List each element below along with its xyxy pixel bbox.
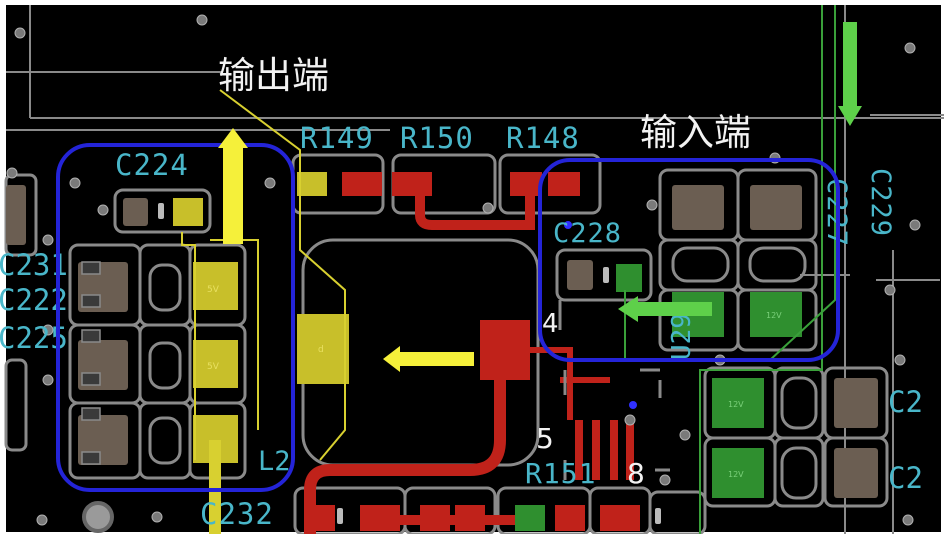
c2-right-top-designator: C2: [888, 385, 923, 419]
via-blue: [564, 221, 572, 229]
right-pad-2-label: 12V: [728, 470, 744, 479]
c224-designator: C224: [115, 148, 189, 182]
r149-designator: R149: [300, 121, 374, 155]
vias: [6, 14, 921, 533]
out-pad-2-label: 5V: [207, 362, 220, 372]
right-pad-1-label: 12V: [728, 400, 744, 409]
in-pad-label: 12V: [766, 311, 782, 320]
pin-8-label: 8: [627, 457, 645, 490]
component-outlines: [4, 153, 889, 534]
input-terminal-label: 输入端: [640, 111, 751, 154]
capacitor-gap-markers: [158, 203, 661, 524]
pin-5-label: 5: [536, 422, 554, 455]
u29-designator: U29: [667, 313, 697, 360]
inductor-pad-label: d: [318, 345, 324, 355]
small-left-pads: [81, 261, 101, 465]
output-up-arrow: [218, 128, 248, 244]
pin-4-label: 4: [542, 309, 559, 339]
via-blue: [629, 401, 637, 409]
oval-pads: [148, 246, 818, 500]
board-background: [6, 5, 941, 532]
u29-chip-outline: [558, 300, 670, 480]
top-copper-traces: [304, 172, 640, 534]
output-net-copper: [173, 89, 349, 534]
output-terminal-label: 输出端: [218, 54, 329, 97]
input-left-arrow: [618, 296, 712, 322]
input-stage-highlight-box: [538, 158, 840, 362]
r151-designator: R151: [525, 457, 596, 490]
out-pad-1-label: 5V: [207, 285, 220, 295]
r148-designator: R148: [506, 121, 580, 155]
c229-designator: C229: [865, 168, 896, 237]
r150-designator: R150: [400, 121, 474, 155]
c2-right-bottom-designator: C2: [888, 461, 923, 495]
output-left-arrow: [383, 346, 474, 372]
input-down-arrow: [838, 22, 862, 126]
l2-designator: L2: [258, 446, 291, 477]
c228-designator: C228: [553, 218, 622, 249]
output-stage-highlight-box: [56, 143, 295, 492]
c232-designator: C232: [200, 497, 274, 531]
